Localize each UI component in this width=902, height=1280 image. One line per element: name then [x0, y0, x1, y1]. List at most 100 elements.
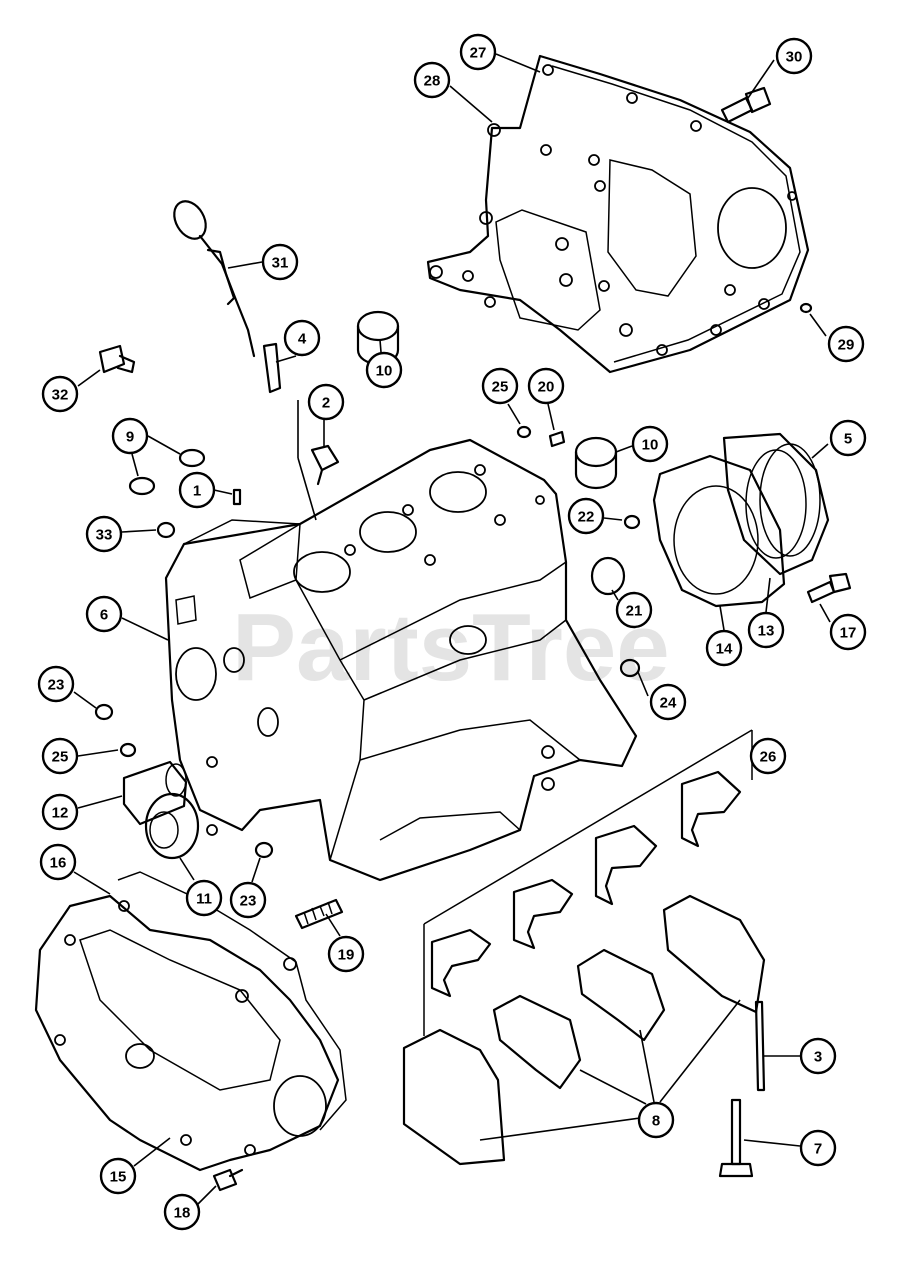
callout-circle: [705, 629, 743, 667]
callout-21: 21: [615, 591, 653, 629]
callout-33: 33: [85, 515, 123, 553]
callout-circle: [749, 737, 787, 775]
callout-13: 13: [747, 611, 785, 649]
callout-25: 25: [481, 367, 519, 405]
callout-16: 16: [39, 843, 77, 881]
plug-23-lower: [254, 841, 274, 859]
callout-circle: [178, 471, 216, 509]
callout-label: 7: [814, 1141, 822, 1158]
callout-circle: [111, 417, 149, 455]
callout-8: 8: [637, 1101, 675, 1139]
callout-10: 10: [631, 425, 669, 463]
callout-circle: [775, 37, 813, 75]
callout-circle: [637, 1101, 675, 1139]
callout-14: 14: [705, 629, 743, 667]
callout-label: 15: [110, 1169, 127, 1186]
callout-label: 5: [844, 431, 852, 448]
callout-label: 14: [716, 641, 733, 658]
callout-circle: [481, 367, 519, 405]
callout-15: 15: [99, 1157, 137, 1195]
callout-circle: [827, 325, 865, 363]
callout-label: 16: [50, 855, 67, 872]
callout-circle: [459, 33, 497, 71]
callout-20: 20: [527, 367, 565, 405]
callout-12: 12: [41, 793, 79, 831]
pin-1: [232, 488, 242, 506]
callout-5: 5: [829, 419, 867, 457]
callout-26: 26: [749, 737, 787, 775]
callout-10: 10: [365, 351, 403, 389]
callout-circle: [41, 375, 79, 413]
callout-label: 10: [642, 437, 659, 454]
watermark: PartsTree: [232, 594, 670, 701]
bolt-17: [806, 572, 852, 604]
dipstick-tube: [262, 342, 282, 394]
callout-23: 23: [229, 881, 267, 919]
callout-6: 6: [85, 595, 123, 633]
callout-circle: [527, 367, 565, 405]
plug-24: [619, 658, 641, 678]
plug-33: [156, 521, 176, 539]
bolt-30: [720, 86, 772, 124]
callout-circle: [327, 935, 365, 973]
bolt-7: [718, 1098, 754, 1178]
callout-1: 1: [178, 471, 216, 509]
callout-7: 7: [799, 1129, 837, 1167]
callout-circle: [631, 425, 669, 463]
callout-circle: [163, 1193, 201, 1231]
callout-circle: [99, 1157, 137, 1195]
callout-label: 8: [652, 1113, 660, 1130]
callout-circle: [567, 497, 605, 535]
callout-label: 32: [52, 387, 69, 404]
callout-19: 19: [327, 935, 365, 973]
callout-label: 10: [376, 363, 393, 380]
callout-circle: [829, 613, 867, 651]
callout-label: 26: [760, 749, 777, 766]
rear-plate: [426, 54, 810, 374]
callout-label: 23: [240, 893, 257, 910]
callout-circle: [261, 243, 299, 281]
plug-22: [623, 514, 641, 530]
callout-label: 13: [758, 623, 775, 640]
callout-label: 25: [52, 749, 69, 766]
callout-2: 2: [307, 383, 345, 421]
callout-circle: [283, 319, 321, 357]
callout-label: 1: [193, 483, 201, 500]
callout-label: 22: [578, 509, 595, 526]
callout-circle: [85, 515, 123, 553]
bearing-housing: [722, 432, 830, 576]
bearing-cap-1: [402, 1028, 506, 1166]
bearing-cap-4: [662, 894, 766, 1014]
callout-label: 2: [322, 395, 330, 412]
callout-circle: [229, 881, 267, 919]
callout-17: 17: [829, 613, 867, 651]
callout-label: 21: [626, 603, 643, 620]
callout-label: 29: [838, 337, 855, 354]
callout-circle: [41, 737, 79, 775]
callout-circle: [649, 683, 687, 721]
cylinder-block: [164, 438, 638, 882]
callout-label: 18: [174, 1205, 191, 1222]
callout-label: 6: [100, 607, 108, 624]
callout-label: 25: [492, 379, 509, 396]
callout-circle: [41, 793, 79, 831]
callout-circle: [799, 1129, 837, 1167]
callout-label: 30: [786, 49, 803, 66]
callout-label: 4: [298, 331, 307, 348]
plug-9: [128, 448, 206, 496]
callout-32: 32: [41, 375, 79, 413]
callout-29: 29: [827, 325, 865, 363]
plug-25-top: [516, 425, 532, 439]
callout-11: 11: [185, 879, 223, 917]
callout-circle: [365, 351, 403, 389]
callout-label: 20: [538, 379, 555, 396]
callout-circle: [307, 383, 345, 421]
callout-circle: [85, 595, 123, 633]
callout-circle: [747, 611, 785, 649]
callout-circle: [37, 665, 75, 703]
callout-label: 33: [96, 527, 113, 544]
leader-lines: [73, 53, 831, 1205]
callout-18: 18: [163, 1193, 201, 1231]
bearing-cap-2: [492, 994, 582, 1090]
